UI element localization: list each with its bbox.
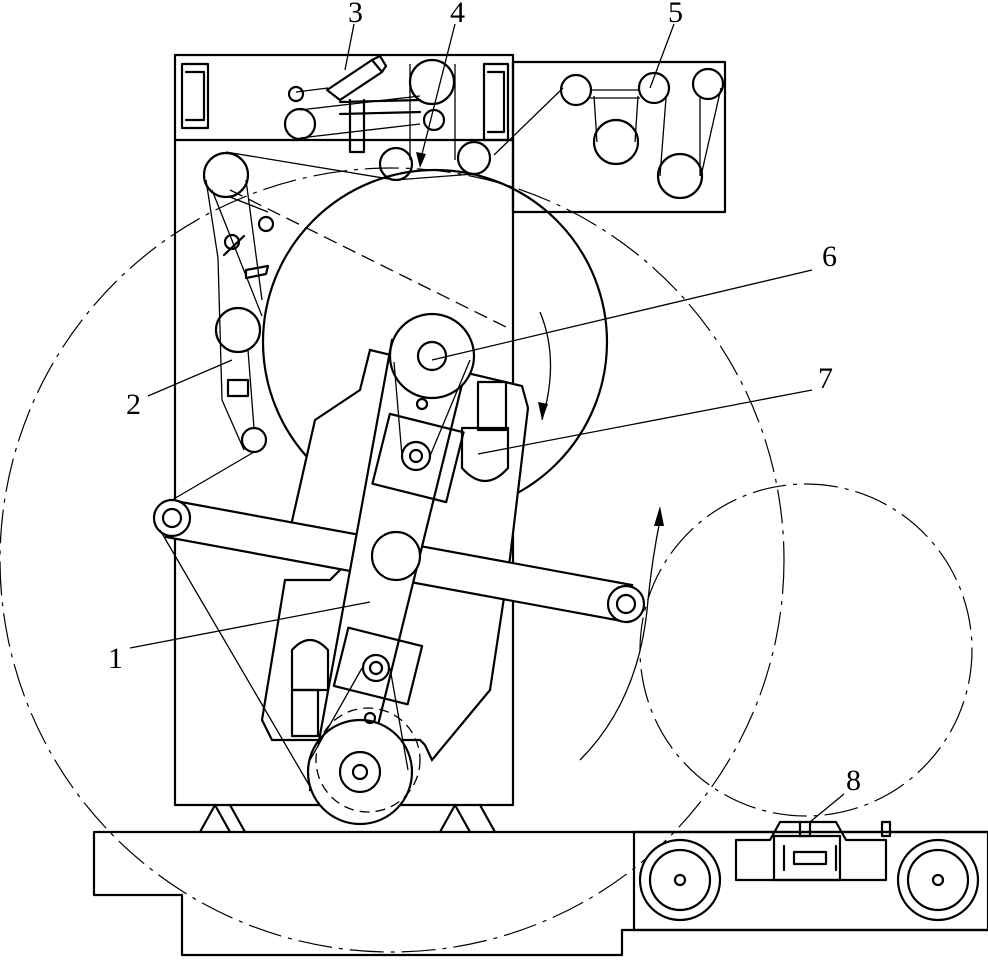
leader-4 bbox=[419, 23, 456, 163]
top-roller-1 bbox=[283, 107, 317, 141]
callout-7: 7 bbox=[818, 362, 833, 395]
callout-5: 5 bbox=[668, 0, 683, 29]
cart-wheel-right-rim bbox=[906, 848, 970, 912]
arm-bottom-pulley-dashed bbox=[315, 707, 421, 813]
base-platform bbox=[92, 830, 988, 957]
left-sensor bbox=[226, 378, 250, 398]
cart-wheel-right-hub bbox=[931, 873, 945, 887]
arm-bottom-pulley bbox=[306, 718, 414, 826]
top-support bbox=[338, 98, 422, 154]
cart-wheel-left bbox=[638, 838, 722, 922]
arm-center-hub bbox=[370, 530, 422, 582]
frame-legs bbox=[198, 803, 497, 834]
cylinder-3 bbox=[325, 58, 384, 102]
cross-arm-web bbox=[159, 451, 313, 791]
cart-post bbox=[880, 820, 892, 838]
leader-8 bbox=[809, 793, 845, 823]
left-small-roller-1 bbox=[257, 215, 275, 233]
lower-belt bbox=[309, 667, 409, 771]
cart-wheel-left-rim bbox=[648, 848, 712, 912]
guide-roller-a bbox=[559, 73, 593, 107]
callout-4: 4 bbox=[450, 0, 465, 29]
leader-2 bbox=[147, 359, 233, 397]
bracket-left bbox=[180, 62, 210, 130]
callout-6: 6 bbox=[822, 240, 837, 273]
cross-arm-end-right-inner bbox=[615, 593, 637, 615]
cart-wheel-right bbox=[896, 838, 980, 922]
cart-clamp bbox=[782, 820, 838, 872]
leader-3 bbox=[344, 23, 355, 71]
arm-bottom-pulley-hub bbox=[351, 763, 369, 781]
callout-1: 1 bbox=[108, 642, 123, 675]
cross-arm-end-right bbox=[606, 584, 646, 624]
aux-web-entry bbox=[493, 87, 564, 156]
lower-motor-pulley bbox=[361, 653, 391, 683]
drum-arrow-head bbox=[538, 402, 548, 420]
nip-web-sides bbox=[409, 64, 456, 160]
left-bottom-roller bbox=[240, 426, 268, 454]
arm-bottom-pulley-ring bbox=[338, 750, 382, 794]
leader-1 bbox=[129, 601, 371, 649]
guide-roller-c bbox=[691, 67, 725, 101]
upper-motor-pulley-hub bbox=[408, 448, 424, 464]
swing-arrow bbox=[579, 519, 661, 761]
turret-cylinder-7 bbox=[476, 380, 508, 432]
arm-top-pulley bbox=[388, 312, 476, 400]
lower-cylinder bbox=[290, 688, 320, 738]
lower-motor-box bbox=[332, 626, 424, 706]
cart-cradle bbox=[734, 820, 888, 882]
leader-6 bbox=[431, 269, 813, 361]
nip-roller-small bbox=[422, 108, 446, 132]
lower-cylinder-head bbox=[290, 638, 330, 692]
left-web-path bbox=[205, 179, 269, 451]
upper-tensioner bbox=[415, 397, 429, 411]
cart-wheel-left-hub bbox=[673, 873, 687, 887]
aux-web-path bbox=[590, 87, 722, 177]
guide-roller-b bbox=[637, 71, 671, 105]
tension-roller-a bbox=[592, 118, 640, 166]
nip-roller bbox=[408, 58, 456, 106]
callout-2: 2 bbox=[126, 388, 141, 421]
leader-4-arrow bbox=[416, 152, 426, 168]
arm-top-pulley-hub bbox=[416, 340, 448, 372]
cross-arm-end-left bbox=[152, 498, 192, 538]
callout-3: 3 bbox=[348, 0, 363, 29]
upper-belt bbox=[393, 359, 471, 457]
turret-cylinder-7-head bbox=[460, 426, 510, 483]
lower-tensioner bbox=[363, 711, 377, 725]
lower-motor-pulley-hub bbox=[368, 660, 384, 676]
bracket-right bbox=[482, 62, 510, 142]
left-mid-roller bbox=[214, 306, 262, 354]
leader-5 bbox=[649, 23, 675, 89]
swing-path-circle bbox=[0, 167, 785, 953]
upper-motor-box bbox=[371, 412, 465, 504]
finished-reel-circle bbox=[639, 483, 973, 817]
top-roller-small bbox=[287, 85, 305, 103]
top-web-lines bbox=[295, 87, 421, 139]
web-line-top bbox=[225, 151, 475, 181]
left-actuators bbox=[222, 234, 270, 280]
lay-on-roller-2 bbox=[456, 140, 492, 176]
cylinder-3-cap bbox=[370, 54, 388, 74]
swing-arrow-head bbox=[654, 506, 664, 526]
cross-arm-end-left-inner bbox=[161, 507, 183, 529]
callout-8: 8 bbox=[846, 764, 861, 797]
tension-roller-b bbox=[656, 152, 704, 200]
leader-7 bbox=[477, 389, 813, 455]
web-dashed bbox=[229, 189, 513, 331]
left-top-roller bbox=[202, 151, 250, 199]
